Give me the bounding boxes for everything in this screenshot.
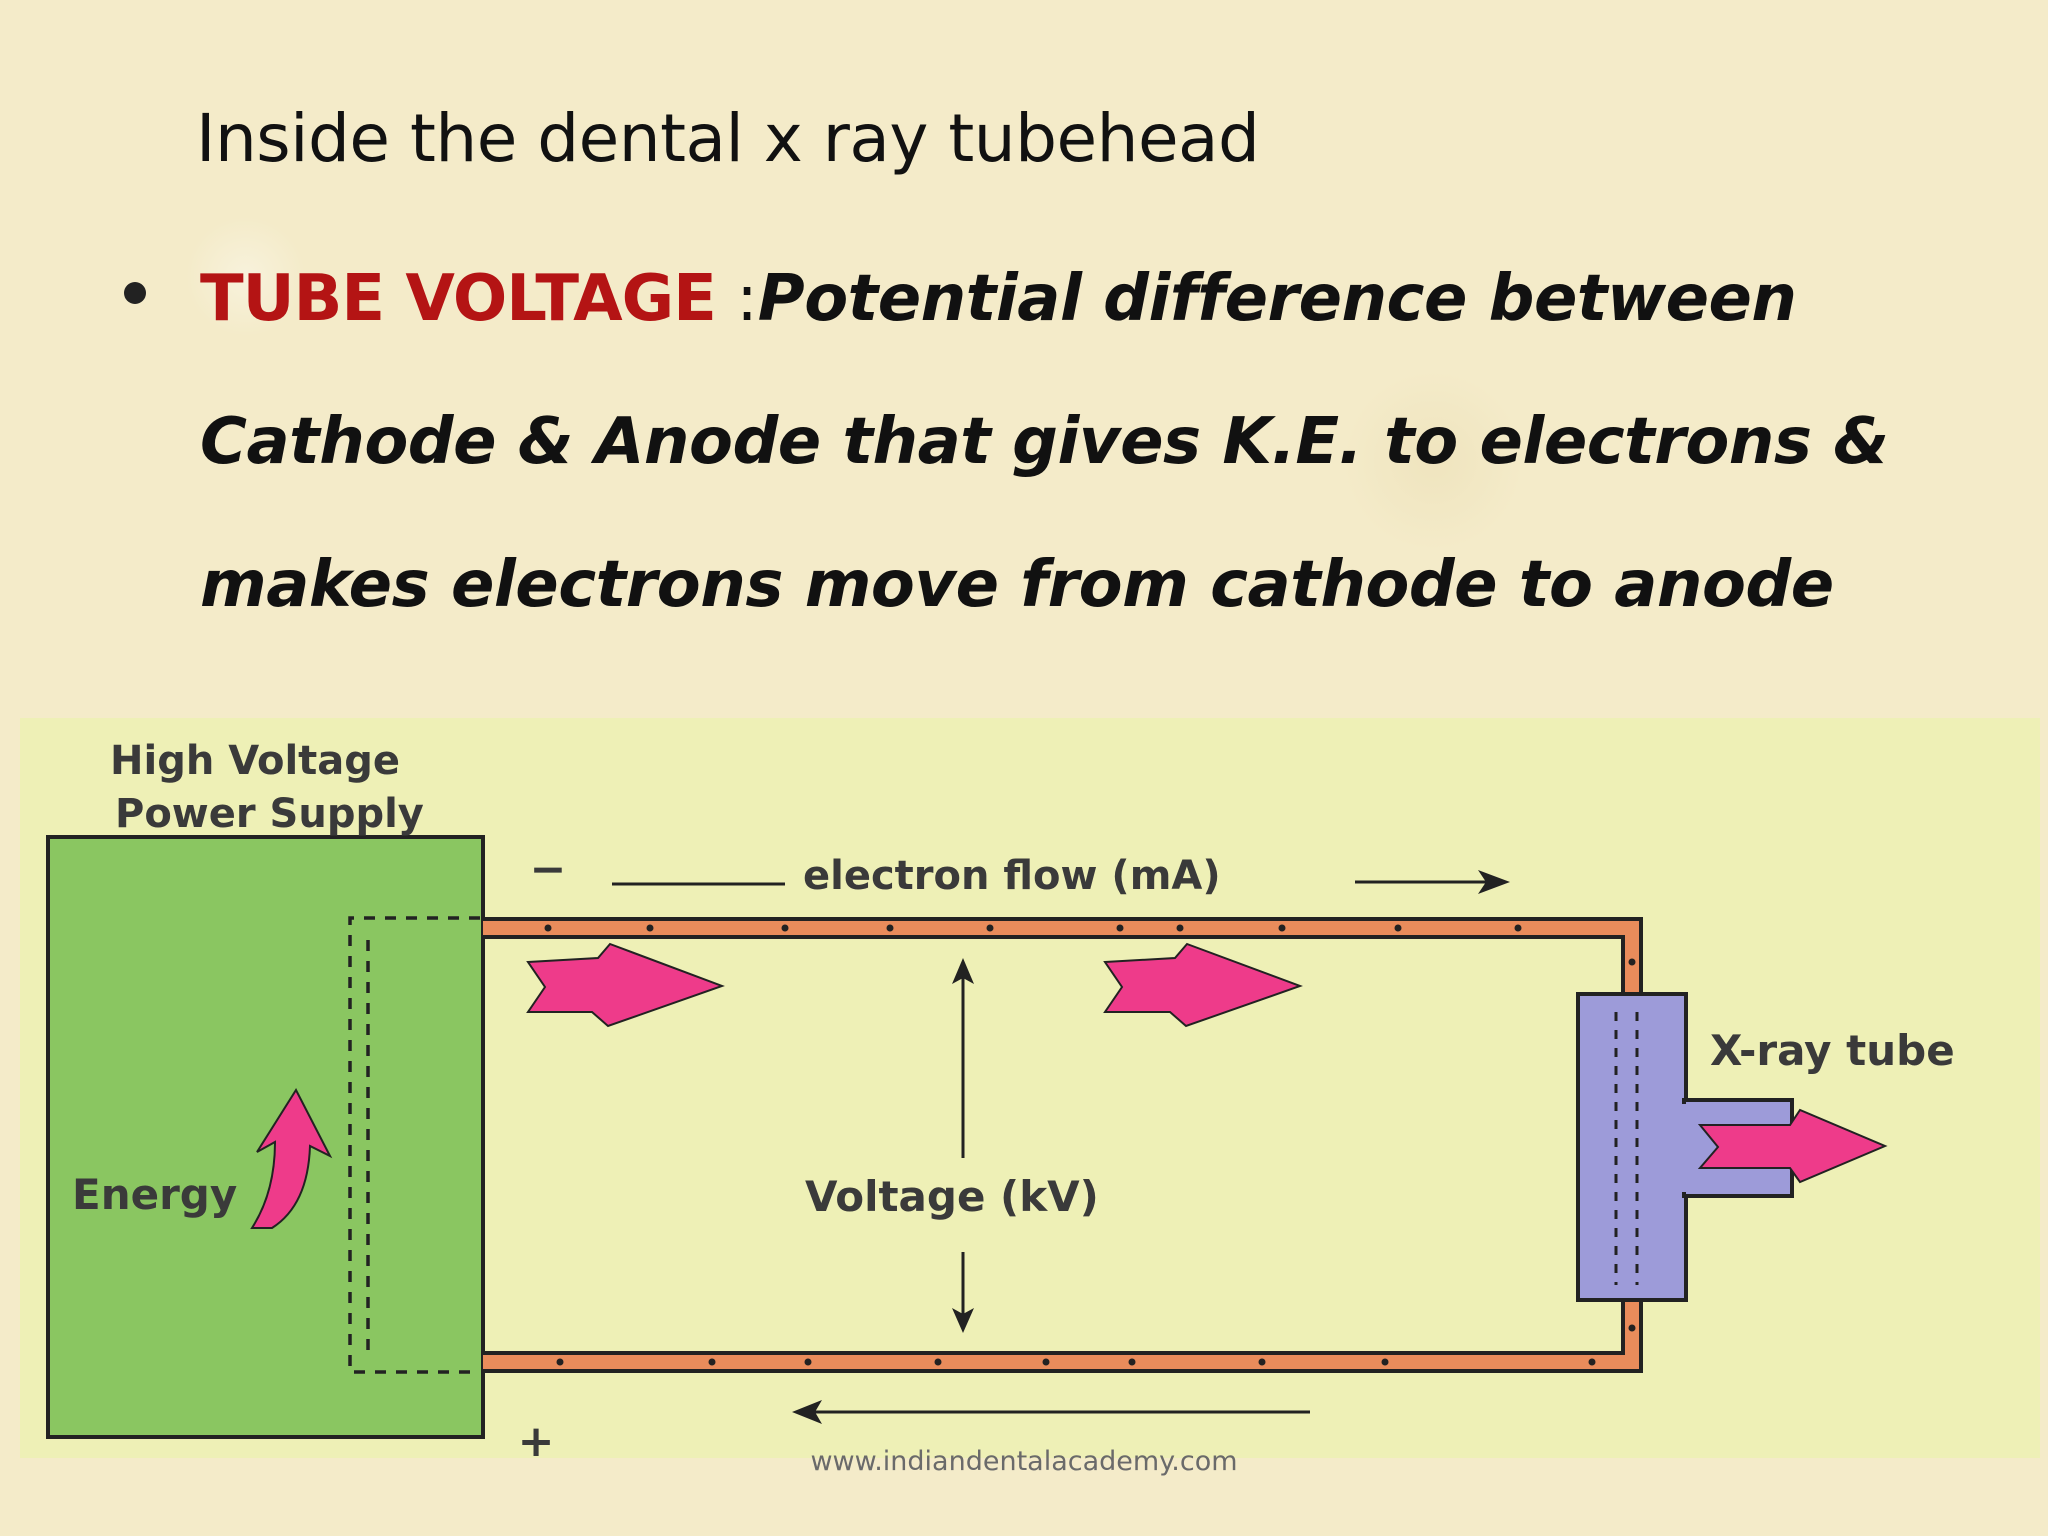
electron-flow-arrow-head (1478, 870, 1510, 894)
bullet-term: TUBE VOLTAGE (200, 262, 717, 336)
return-flow-arrow-head (792, 1400, 822, 1424)
minus-sign: − (530, 844, 567, 895)
transformer-coil (348, 916, 480, 1374)
xray-circuit-diagram: High Voltage Power Supply − + electron f… (0, 700, 2048, 1470)
bullet-definition-line-1: Potential difference between (757, 262, 1797, 336)
power-supply-label-line-2: Power Supply (115, 791, 424, 837)
bullet-separator: : (715, 262, 758, 336)
bullet-dot (124, 282, 146, 304)
circuit-wires (483, 917, 1643, 1373)
voltage-arrow-up-head (952, 958, 974, 984)
electron-flow-label: electron flow (mA) (803, 853, 1221, 899)
power-supply-label-line-1: High Voltage (110, 738, 400, 784)
electron-arrow-1 (526, 942, 725, 1028)
bullet-line-1: TUBE VOLTAGE :Potential difference betwe… (200, 262, 1797, 336)
energy-arrow (250, 1087, 333, 1229)
xray-tube-label: X-ray tube (1710, 1026, 1955, 1075)
electron-arrow-2 (1103, 942, 1303, 1028)
footer-url: www.indiandentalacademy.com (810, 1446, 1238, 1477)
energy-label: Energy (72, 1170, 237, 1219)
voltage-label: Voltage (kV) (805, 1172, 1099, 1221)
xray-output-arrow (1697, 1108, 1888, 1184)
slide-title: Inside the dental x ray tubehead (196, 100, 1260, 177)
bullet-definition-line-3: makes electrons move from cathode to ano… (200, 548, 1834, 622)
bullet-definition-line-2: Cathode & Anode that gives K.E. to elect… (200, 405, 1889, 479)
plus-sign: + (518, 1416, 555, 1467)
voltage-arrow-down-head (952, 1308, 974, 1333)
